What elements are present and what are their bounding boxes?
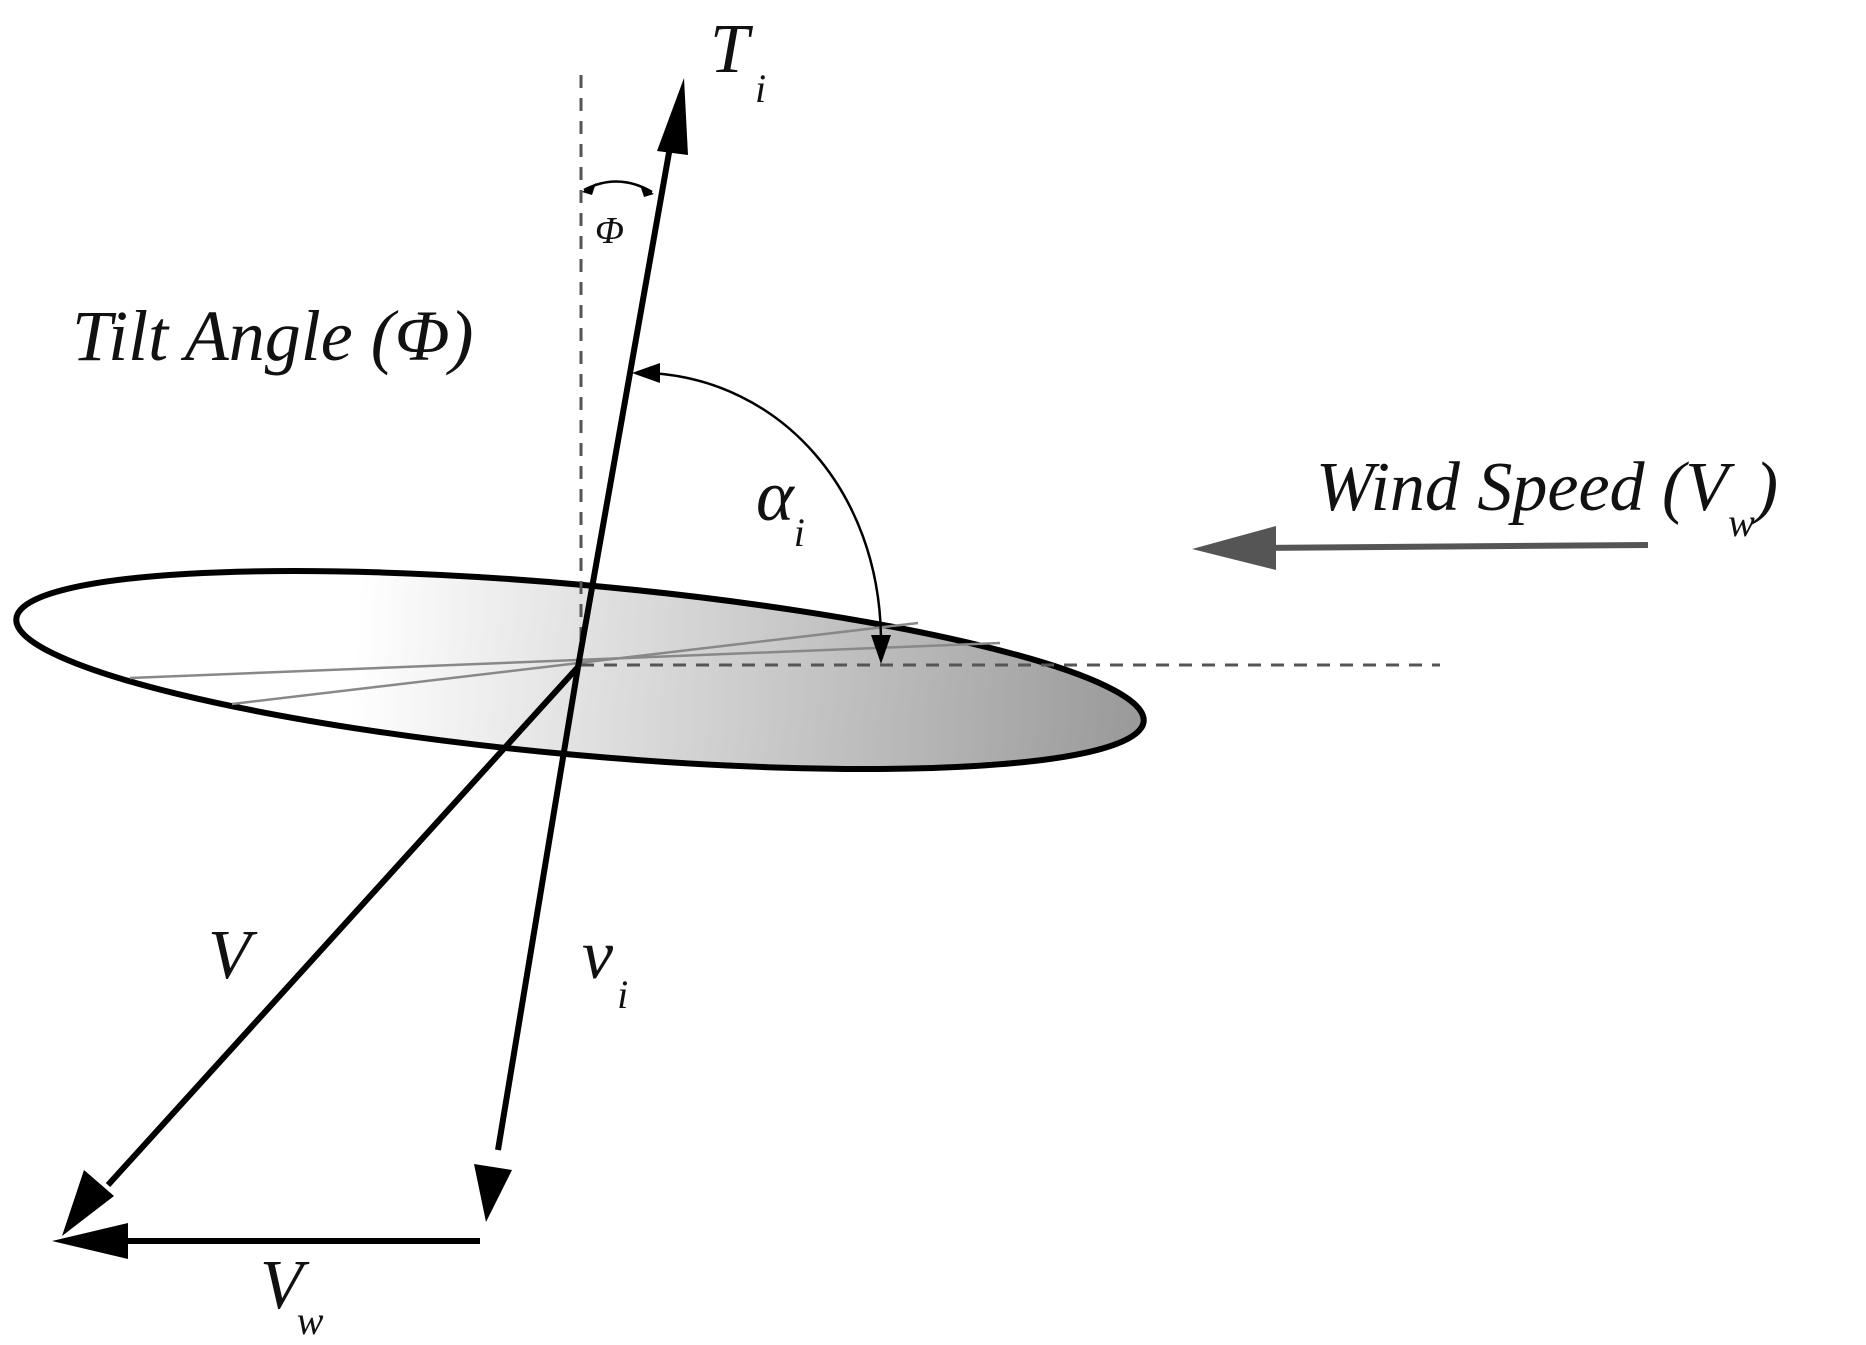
resultant-velocity-vector [62,664,581,1236]
tilt-symbol-label: Φ [595,210,624,252]
wind-velocity-vector [52,1223,480,1259]
thrust-vector [575,78,688,668]
wind-speed-arrow [1192,526,1649,570]
tilt-arc [582,180,654,197]
induced-velocity-vector [474,666,581,1222]
alpha-arc [632,363,891,664]
induced-velocity-label: vi [582,917,628,1017]
tilt-angle-label: Tilt Angle (Φ) [72,296,473,376]
thrust-label: Ti [710,11,766,111]
resultant-velocity-label: V [208,917,258,994]
wind-vector-label: Vw [260,1247,324,1343]
blade-line [231,621,919,706]
alpha-label: αi [756,456,805,555]
blade-line [129,641,1001,680]
wind-speed-label: Wind Speed (Vw) [1316,449,1778,545]
